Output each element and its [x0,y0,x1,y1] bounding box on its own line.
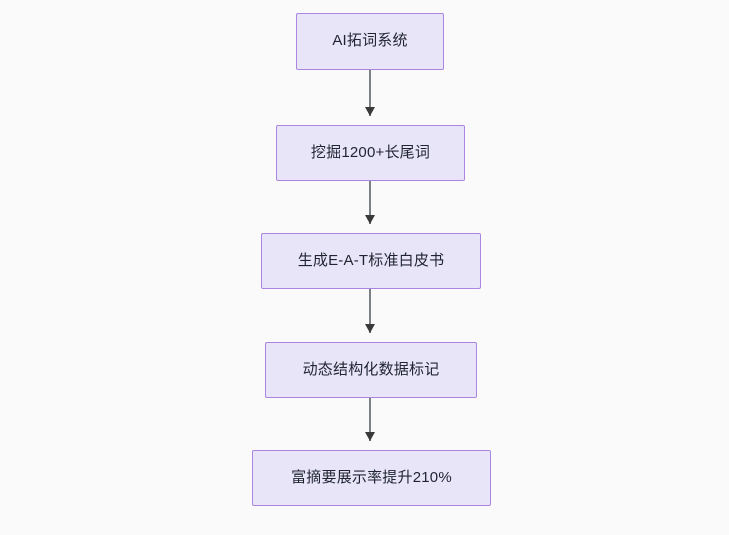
edge-line-2 [369,181,371,224]
edge-arrowhead-1 [364,107,375,116]
flowchart-node-3[interactable]: 生成E-A-T标准白皮书 [261,233,481,289]
edge-arrowhead-4 [364,432,375,441]
flowchart-node-label-4: 动态结构化数据标记 [302,360,440,378]
flowchart-node-label-5: 富摘要展示率提升210% [291,468,452,486]
edge-line-4 [369,398,371,441]
edge-line-1 [369,70,371,116]
flowchart-node-5[interactable]: 富摘要展示率提升210% [252,450,491,506]
edge-arrowhead-2 [364,215,375,224]
flowchart-node-2[interactable]: 挖掘1200+长尾词 [276,125,465,181]
edge-arrowhead-3 [364,324,375,333]
flowchart-node-4[interactable]: 动态结构化数据标记 [265,342,477,398]
flowchart-node-1[interactable]: AI拓词系统 [296,13,444,70]
flowchart-node-label-3: 生成E-A-T标准白皮书 [297,251,445,269]
flowchart-node-label-2: 挖掘1200+长尾词 [310,143,431,161]
flowchart-node-label-1: AI拓词系统 [332,32,408,50]
edge-line-3 [369,289,371,333]
